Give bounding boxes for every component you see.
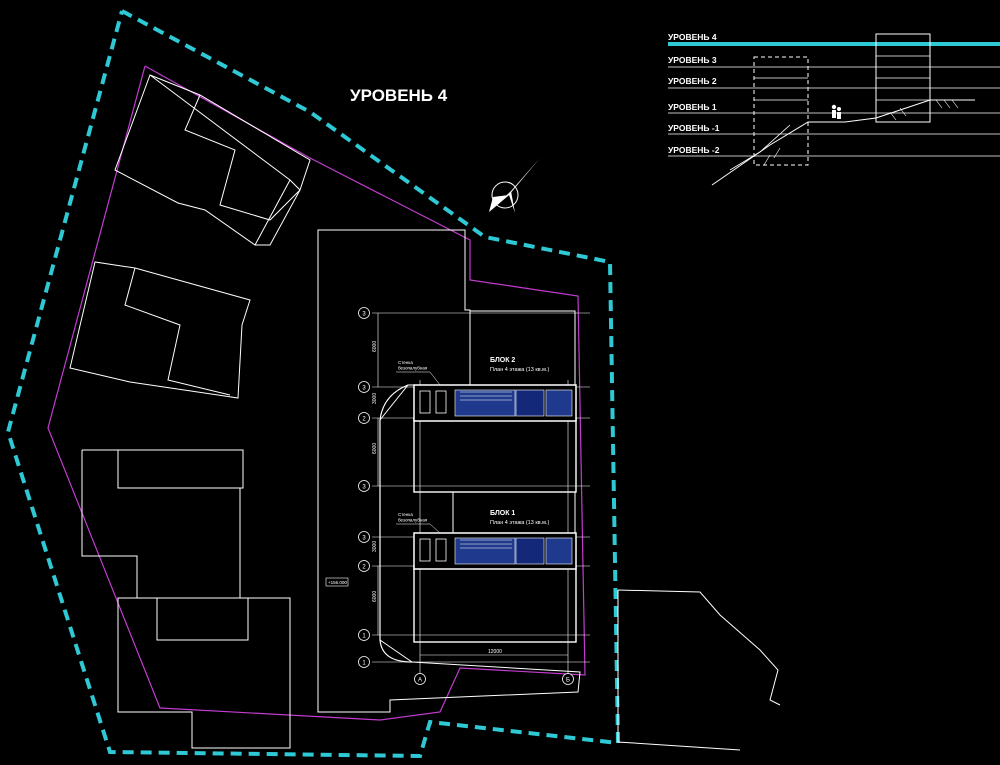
dimension-lines	[377, 313, 568, 656]
platform-outline	[317, 229, 581, 713]
dim-vertical-upper-3: 6000	[372, 443, 378, 454]
axis-col-marker	[414, 673, 426, 685]
dim-vertical-upper-2: 3000	[372, 393, 378, 404]
section-level-1: УРОВЕНЬ 1	[668, 102, 717, 112]
axis-row-marker	[358, 480, 370, 492]
axis-col-label: Б	[566, 678, 570, 684]
axis-col-label: А	[418, 678, 422, 684]
axis-row-label: 3	[362, 386, 366, 392]
neighbour-buildings	[69, 74, 311, 749]
block-1-subtitle: План 4 этажа (13 кв.м.)	[490, 520, 549, 526]
section-level-4: УРОВЕНЬ 4	[668, 32, 717, 42]
axis-row-label: 1	[362, 634, 366, 640]
axis-row-marker	[358, 560, 370, 572]
people-icon	[831, 104, 841, 119]
section-level-3: УРОВЕНЬ 3	[668, 55, 717, 65]
dim-vertical-lower-1: 3000	[372, 541, 378, 552]
section-level-2: УРОВЕНЬ 2	[668, 76, 717, 86]
dim-vertical-lower-2: 6000	[372, 591, 378, 602]
axis-row-marker	[358, 629, 370, 641]
axis-markers: 3 3 2 3 3 2 1 1А Б	[358, 307, 574, 685]
elevation-mark: +156.000	[328, 580, 347, 585]
axis-row-label: 3	[362, 312, 366, 318]
block-1	[413, 491, 577, 643]
block-2	[413, 310, 577, 493]
site-inner-boundary	[47, 65, 586, 721]
terrain-lines	[617, 589, 781, 751]
wall-note-arrow-2	[429, 371, 441, 386]
dim-horizontal: 12000	[488, 649, 502, 655]
north-arrow-icon	[489, 158, 540, 213]
axis-row-label: 3	[362, 485, 366, 491]
axis-row-marker	[358, 381, 370, 393]
block-1-title: БЛОК 1	[490, 510, 515, 517]
curved-wall	[379, 384, 413, 663]
elevation-mark-box	[325, 577, 349, 587]
axis-row-label: 1	[362, 661, 366, 667]
axis-row-marker	[358, 307, 370, 319]
axis-col-marker	[562, 673, 574, 685]
axis-row-label: 2	[362, 417, 366, 423]
block-2-title: БЛОК 2	[490, 357, 515, 364]
block-2-subtitle: План 4 этажа (13 кв.м.)	[490, 367, 549, 373]
level-title: УРОВЕНЬ 4	[350, 86, 448, 105]
axis-row-label: 2	[362, 565, 366, 571]
axis-row-label: 3	[362, 536, 366, 542]
dim-vertical-upper-1: 6000	[372, 341, 378, 352]
section-level-minus-1: УРОВЕНЬ -1	[668, 123, 720, 133]
wall-note-arrow-1	[429, 523, 441, 534]
section-level-minus-2: УРОВЕНЬ -2	[668, 145, 720, 155]
section-diagram	[668, 33, 1000, 186]
axis-row-marker	[358, 656, 370, 668]
axis-row-marker	[358, 412, 370, 424]
site-boundary	[5, 9, 621, 759]
axis-row-marker	[358, 531, 370, 543]
